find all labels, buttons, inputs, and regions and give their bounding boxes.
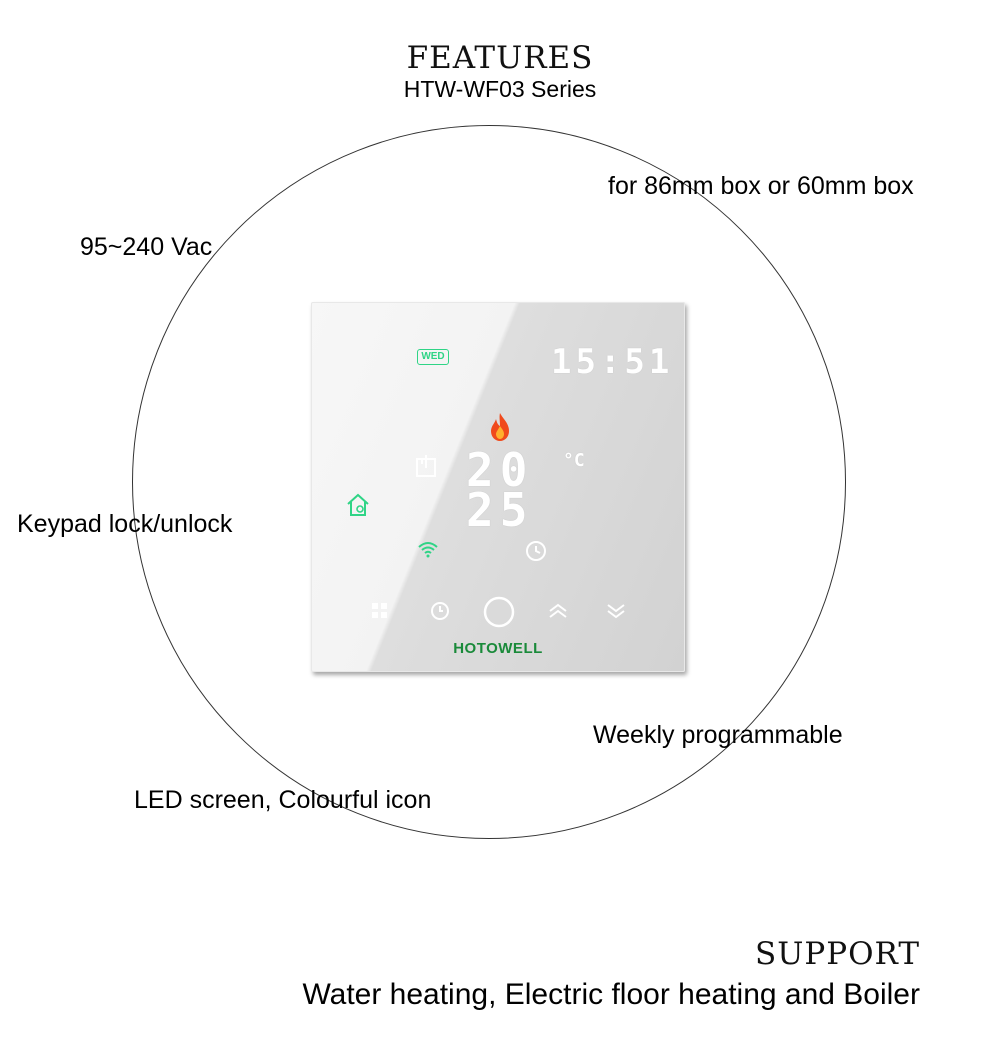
- up-button[interactable]: [547, 602, 569, 625]
- series-subtitle: HTW-WF03 Series: [403, 76, 597, 102]
- support-title: SUPPORT: [755, 924, 920, 975]
- callout-voltage: 95~240 Vac: [80, 233, 213, 261]
- timer-icon: [431, 602, 449, 620]
- wifi-icon: [417, 540, 439, 563]
- timer-button[interactable]: [429, 600, 451, 627]
- set-temperature: 20: [466, 443, 534, 497]
- feature-circle: [132, 125, 846, 839]
- callout-box-size: for 86mm box or 60mm box: [608, 172, 914, 200]
- power-button[interactable]: [483, 596, 515, 633]
- power-icon: [483, 596, 515, 628]
- menu-icon: [372, 603, 387, 618]
- up-icon: [549, 603, 567, 618]
- down-icon: [607, 604, 625, 619]
- home-icon: [345, 492, 371, 523]
- clock-icon: [525, 540, 547, 567]
- flame-icon: [489, 412, 511, 442]
- room-temperature: 25: [466, 483, 534, 537]
- callout-keypad-lock: Keypad lock/unlock: [17, 510, 233, 538]
- callout-weekly-programmable: Weekly programmable: [593, 721, 843, 749]
- support-description: Water heating, Electric floor heating an…: [302, 978, 920, 1011]
- callout-led-screen: LED screen, Colourful icon: [134, 786, 432, 814]
- temperature-unit: °C: [563, 450, 585, 471]
- down-button[interactable]: [605, 602, 627, 625]
- thermostat-panel: WED 15:51 20 °C 25: [311, 302, 685, 672]
- features-title: FEATURES: [406, 28, 594, 79]
- clock-display: 15:51: [551, 342, 674, 382]
- day-badge: WED: [417, 349, 449, 365]
- menu-button[interactable]: [371, 602, 389, 625]
- brand-logo: HOTOWELL: [453, 640, 543, 657]
- day-label: WED: [421, 351, 445, 362]
- window-icon: [415, 454, 437, 483]
